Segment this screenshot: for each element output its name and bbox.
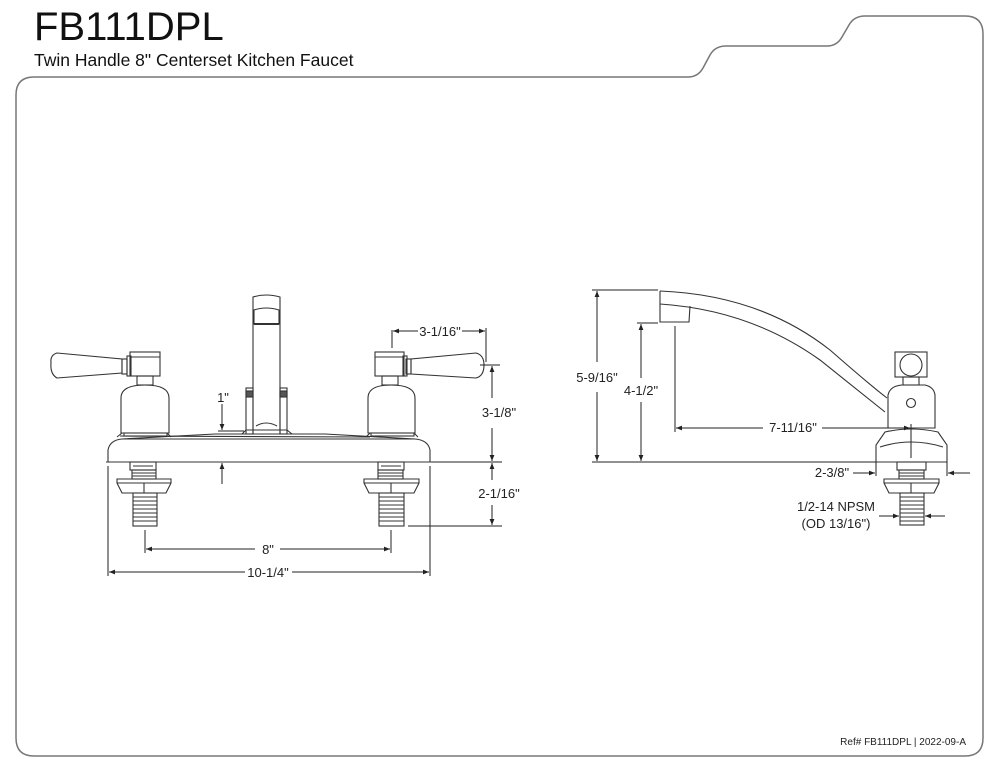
front-dimension-lines (107, 328, 502, 576)
product-description: Twin Handle 8" Centerset Kitchen Faucet (34, 50, 354, 70)
left-handle (50, 351, 172, 438)
center-spread-label: 8" (262, 542, 274, 557)
handle-height-label: 3-1/8" (482, 405, 517, 420)
side-dimension-lines (592, 289, 970, 519)
side-shank (883, 461, 940, 526)
side-dimension-labels: 5-9/16" 4-1/2" 7-11/16" 2-3/8" 1/2-14 NP… (576, 370, 875, 531)
right-shank (363, 461, 420, 527)
base-depth-label: 2-3/8" (815, 465, 850, 480)
spout-clearance-label: 4-1/2" (624, 383, 659, 398)
reference-number: Ref# FB111DPL | 2022-09-A (840, 737, 966, 748)
left-shank (116, 461, 172, 527)
connection-od-label: (OD 13/16") (802, 516, 871, 531)
side-body (875, 351, 948, 463)
handle-reach-label: 3-1/16" (419, 324, 461, 339)
overall-height-label: 5-9/16" (576, 370, 618, 385)
spout-reach-label: 7-11/16" (769, 420, 817, 435)
front-view (50, 294, 485, 527)
drawing-frame (15, 15, 984, 757)
shank-length-label: 2-1/16" (478, 486, 520, 501)
center-spout (241, 294, 293, 435)
front-dimension-labels: 3-1/16" 3-1/8" 2-1/16" 1" 8" 10-1/4" (217, 324, 520, 580)
model-number-title: FB111DPL (34, 5, 224, 49)
deck-plate (106, 433, 432, 463)
overall-width-label: 10-1/4" (247, 565, 289, 580)
connection-size-label: 1/2-14 NPSM (797, 499, 875, 514)
side-spout (659, 290, 888, 413)
right-handle (365, 351, 485, 438)
spout-offset-label: 1" (217, 390, 229, 405)
side-view (659, 290, 948, 526)
